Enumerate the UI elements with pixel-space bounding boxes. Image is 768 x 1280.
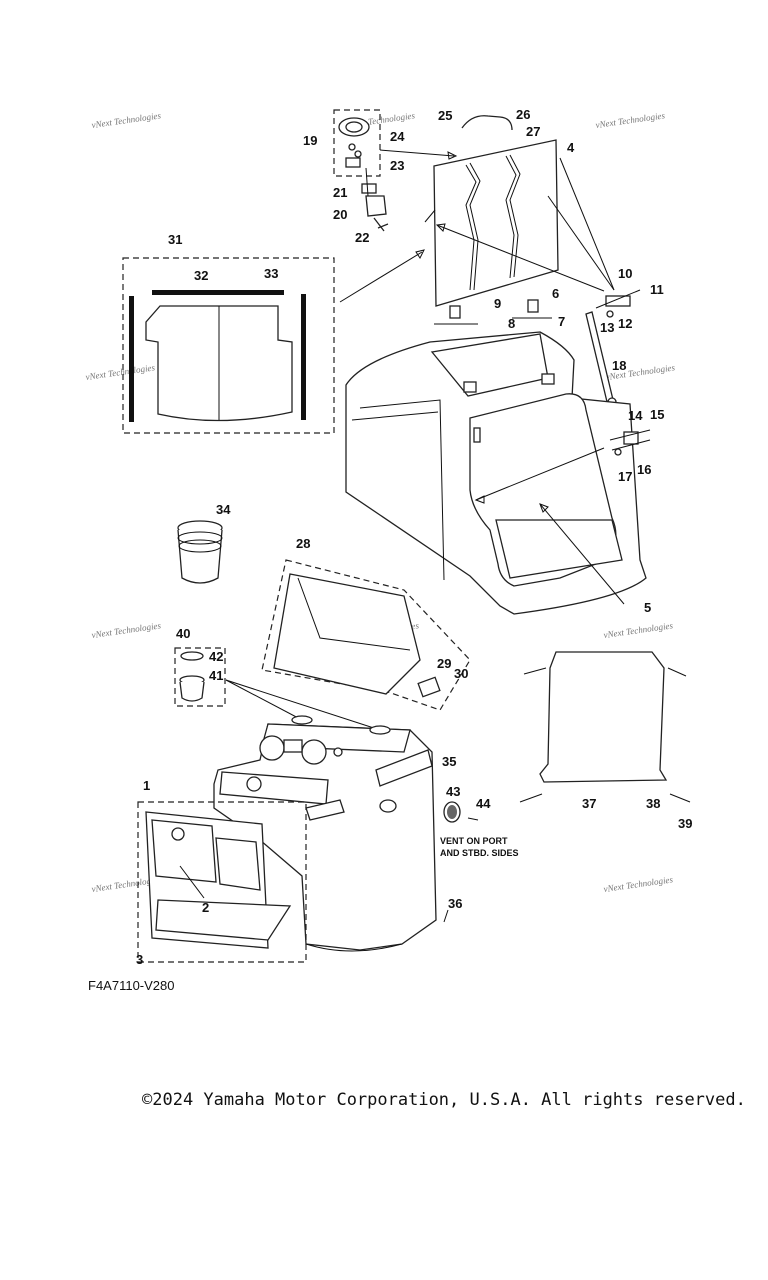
callout-42: 42 — [209, 649, 223, 664]
watermark: vNext Technologies — [603, 620, 674, 640]
callout-24: 24 — [390, 129, 405, 144]
callout-33: 33 — [264, 266, 278, 281]
callout-7: 7 — [558, 314, 565, 329]
copyright-notice: ©2024 Yamaha Motor Corporation, U.S.A. A… — [142, 1090, 746, 1110]
callout-27: 27 — [526, 124, 540, 139]
callout-39: 39 — [678, 816, 692, 831]
callout-19: 19 — [303, 133, 317, 148]
callout-13: 13 — [600, 320, 614, 335]
callout-37: 37 — [582, 796, 596, 811]
callout-20: 20 — [333, 207, 347, 222]
callout-9: 9 — [494, 296, 501, 311]
callout-28: 28 — [296, 536, 310, 551]
watermark: vNext Technologies — [91, 620, 162, 640]
callout-22: 22 — [355, 230, 369, 245]
callout-10: 10 — [618, 266, 632, 281]
callout-8: 8 — [508, 316, 515, 331]
callouts: 4 25 26 27 19 24 23 21 20 22 31 32 33 10… — [136, 107, 692, 967]
watermark: vNext Technologies — [85, 362, 156, 382]
vent-note-line2: AND STBD. SIDES — [440, 848, 519, 858]
part-28-panel-group — [261, 559, 471, 711]
callout-18: 18 — [612, 358, 626, 373]
callout-35: 35 — [442, 754, 456, 769]
figure-code: F4A7110-V280 — [88, 978, 175, 993]
callout-16: 16 — [637, 462, 651, 477]
callout-12: 12 — [618, 316, 632, 331]
callout-32: 32 — [194, 268, 208, 283]
callout-38: 38 — [646, 796, 660, 811]
callout-15: 15 — [650, 407, 664, 422]
hinge-hardware — [434, 289, 641, 325]
part-40-cupholder-group — [174, 647, 226, 707]
part-31-cover-group — [122, 249, 425, 434]
callout-6: 6 — [552, 286, 559, 301]
callout-25: 25 — [438, 108, 452, 123]
callout-17: 17 — [618, 469, 632, 484]
callout-34: 34 — [216, 502, 231, 517]
leader-lines — [225, 679, 381, 731]
callout-5: 5 — [644, 600, 651, 615]
callout-23: 23 — [390, 158, 404, 173]
callout-26: 26 — [516, 107, 530, 122]
callout-31: 31 — [168, 232, 182, 247]
part-35-console — [213, 715, 437, 952]
vent-note-line1: VENT ON PORT — [440, 836, 508, 846]
callout-36: 36 — [448, 896, 462, 911]
callout-14: 14 — [628, 408, 643, 423]
callout-43: 43 — [446, 784, 460, 799]
callout-3: 3 — [136, 952, 143, 967]
part-19-fastener-group — [333, 109, 389, 232]
part-5-hood — [345, 331, 647, 615]
callout-1: 1 — [143, 778, 150, 793]
callout-30: 30 — [454, 666, 468, 681]
callout-44: 44 — [476, 796, 491, 811]
part-36-screw — [443, 909, 449, 923]
part-43-vent — [443, 801, 479, 823]
callout-41: 41 — [209, 668, 223, 683]
callout-29: 29 — [437, 656, 451, 671]
callout-11: 11 — [650, 282, 664, 297]
watermark: vNext Technologies — [91, 110, 162, 130]
part-1-door-group — [137, 801, 307, 963]
part-25-handle — [461, 115, 513, 131]
watermark: vNext Technologies — [595, 110, 666, 130]
latch-hardware — [609, 429, 651, 456]
callout-2: 2 — [202, 900, 209, 915]
callout-21: 21 — [333, 185, 347, 200]
part-37-frame — [519, 651, 691, 803]
part-34-bucket — [177, 520, 223, 584]
watermark: vNext Technologies — [603, 874, 674, 894]
part-4-windshield — [379, 139, 615, 307]
callout-4: 4 — [567, 140, 575, 155]
callout-40: 40 — [176, 626, 190, 641]
